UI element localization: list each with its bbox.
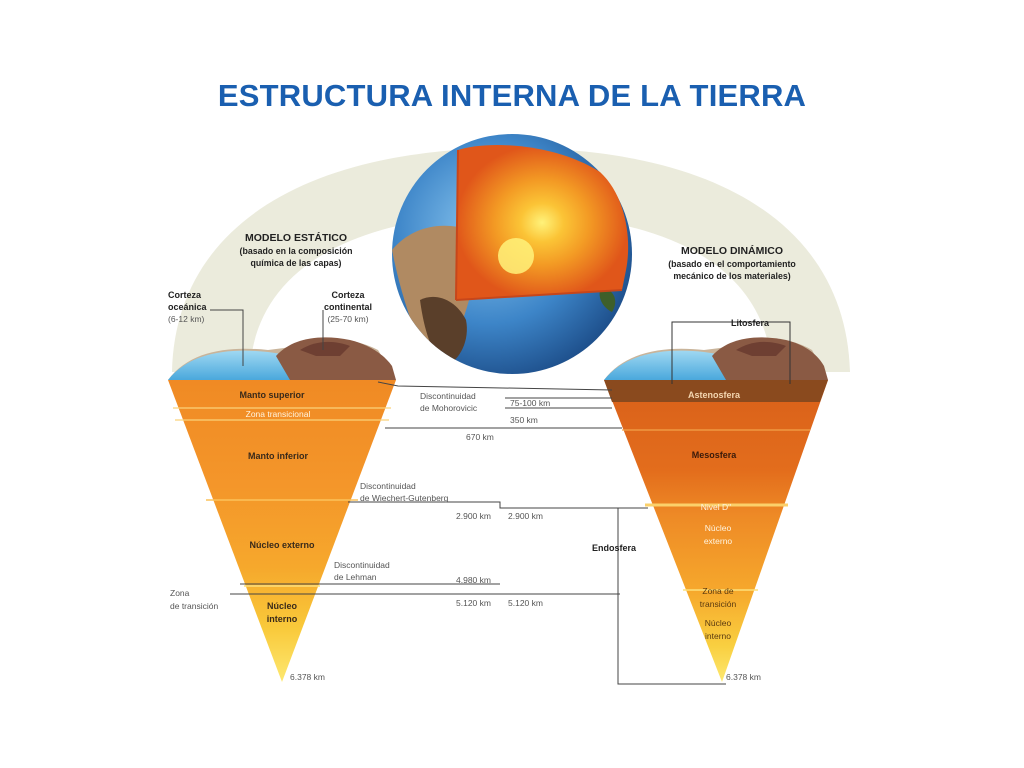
static-model-subtitle-2: química de las capas)	[251, 258, 342, 268]
dynamic-cone	[604, 321, 828, 682]
moho-label-2: de Mohorovicic	[420, 403, 478, 413]
static-model-labels: MODELO ESTÁTICO (basado en la composició…	[168, 231, 372, 682]
corteza-oceanica-label-2: oceánica	[168, 302, 208, 312]
zona-transicion-label-2: de transición	[170, 601, 218, 611]
nucleo-externo-dyn-label-1: Núcleo	[705, 523, 732, 533]
nucleo-interno-dyn-label-2: interno	[705, 631, 731, 641]
nucleo-interno-label-1: Núcleo	[267, 601, 298, 611]
depth-670: 670 km	[466, 432, 494, 442]
zona-transicional-label: Zona transicional	[246, 409, 311, 419]
mesosfera-label: Mesosfera	[692, 450, 738, 460]
corteza-continental-label-2: continental	[324, 302, 372, 312]
lehman-label-1: Discontinuidad	[334, 560, 390, 570]
moho-label-1: Discontinuidad	[420, 391, 476, 401]
nucleo-externo-dyn-label-2: externo	[704, 536, 733, 546]
manto-inferior-label: Manto inferior	[248, 451, 308, 461]
nucleo-interno-dyn-label-1: Núcleo	[705, 618, 732, 628]
corteza-continental-label-1: Corteza	[331, 290, 365, 300]
litosfera-label: Litosfera	[731, 318, 770, 328]
nivel-d-label: Nivel D"	[701, 502, 731, 512]
dynamic-depth-bottom: 6.378 km	[726, 672, 761, 682]
depth-75-100: 75-100 km	[510, 398, 550, 408]
corteza-oceanica-range: (6-12 km)	[168, 314, 205, 324]
wiechert-label-1: Discontinuidad	[360, 481, 416, 491]
nucleo-interno-label-2: interno	[267, 614, 298, 624]
corteza-oceanica-label-1: Corteza	[168, 290, 202, 300]
connector-lines	[210, 309, 726, 685]
static-depth-bottom: 6.378 km	[290, 672, 325, 682]
depth-4980: 4.980 km	[456, 575, 491, 585]
zona-de-transicion-label-1: Zona de	[702, 586, 733, 596]
dynamic-model-heading: MODELO DINÁMICO	[681, 244, 783, 257]
endosfera-label: Endosfera	[592, 543, 637, 553]
dynamic-model-subtitle-1: (basado en el comportamiento	[668, 259, 796, 269]
depth-2900-right: 2.900 km	[508, 511, 543, 521]
static-model-heading: MODELO ESTÁTICO	[245, 231, 347, 244]
nucleo-externo-label: Núcleo externo	[249, 540, 315, 550]
dynamic-model-subtitle-2: mecánico de los materiales)	[673, 271, 790, 281]
corteza-continental-range: (25-70 km)	[327, 314, 368, 324]
static-cone	[168, 337, 396, 682]
depth-5120-right: 5.120 km	[508, 598, 543, 608]
zona-transicion-label-1: Zona	[170, 588, 190, 598]
page-title: ESTRUCTURA INTERNA DE LA TIERRA	[217, 78, 807, 113]
earth-globe	[392, 134, 632, 374]
wiechert-label-2: de Wiechert-Gutenberg	[360, 493, 449, 503]
manto-superior-label: Manto superior	[239, 390, 305, 400]
lehman-label-2: de Lehman	[334, 572, 377, 582]
depth-2900-left: 2.900 km	[456, 511, 491, 521]
dynamic-model-labels: MODELO DINÁMICO (basado en el comportami…	[592, 244, 796, 682]
static-model-subtitle-1: (basado en la composición	[240, 246, 353, 256]
center-labels: Discontinuidad de Mohorovicic Discontinu…	[334, 391, 550, 608]
astenosfera-label: Astenosfera	[688, 390, 741, 400]
depth-350: 350 km	[510, 415, 538, 425]
background-arch	[172, 148, 850, 372]
zona-de-transicion-label-2: transición	[700, 599, 737, 609]
depth-5120-left: 5.120 km	[456, 598, 491, 608]
